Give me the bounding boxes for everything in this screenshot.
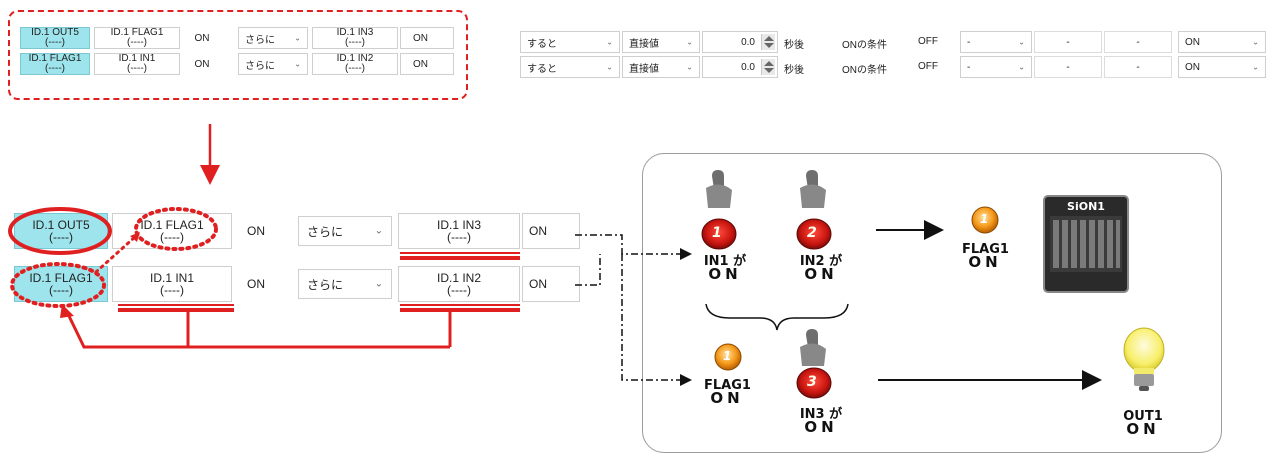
flag-bottom-number: 1 xyxy=(723,350,731,363)
light-bulb-icon xyxy=(1124,328,1164,391)
flag-top-number: 1 xyxy=(980,213,988,226)
dotted-ellipse xyxy=(136,209,216,249)
flag-top-caption: FLAG1ON xyxy=(962,243,1008,269)
highlight-ellipse xyxy=(10,209,110,253)
device-name-label: SiON1 xyxy=(1062,200,1110,213)
finger-press-icon xyxy=(800,170,826,208)
connector-lines xyxy=(575,235,680,380)
in1-number: 1 xyxy=(712,227,722,240)
in2-number: 2 xyxy=(807,227,817,240)
flag-top-line2: ON xyxy=(962,256,1008,269)
out1-line2: ON xyxy=(1118,423,1168,436)
in1-line2: ON xyxy=(700,268,750,281)
group-brace xyxy=(706,304,848,330)
double-underline xyxy=(118,253,520,310)
dotted-ellipse xyxy=(12,264,104,306)
finger-press-icon xyxy=(800,329,826,366)
finger-press-icon xyxy=(706,170,732,208)
out1-caption: OUT1ON xyxy=(1118,410,1168,436)
in3-line2: ON xyxy=(796,421,846,434)
in2-line2: ON xyxy=(796,268,846,281)
flag-bottom-line2: ON xyxy=(704,392,750,405)
in3-number: 3 xyxy=(807,376,817,389)
in2-caption: IN2 がON xyxy=(796,255,846,281)
flag-bottom-caption: FLAG1ON xyxy=(704,379,750,405)
feedback-line xyxy=(68,312,188,347)
